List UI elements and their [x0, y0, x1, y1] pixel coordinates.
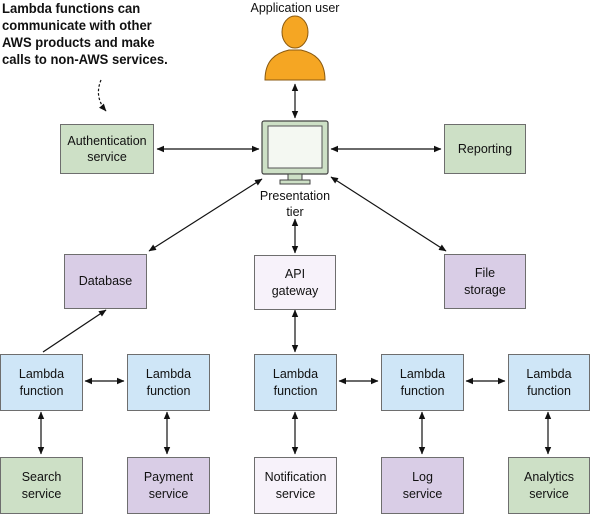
reporting-box: Reporting	[444, 124, 526, 174]
presentation-tier-label: Presentation tier	[259, 189, 331, 220]
lambda-function-3: Lambda function	[254, 354, 337, 411]
arrow-lambda1-database	[42, 309, 107, 353]
api-gateway-box: API gateway	[254, 255, 336, 310]
callout-pointer	[97, 79, 107, 112]
search-service-box: Search service	[0, 457, 83, 514]
lambda-function-4: Lambda function	[381, 354, 464, 411]
lambda-function-1: Lambda function	[0, 354, 83, 411]
authentication-service-box: Authentication service	[60, 124, 154, 174]
file-storage-box: File storage	[444, 254, 526, 309]
application-user-label: Application user	[250, 1, 340, 15]
lambda-function-5: Lambda function	[508, 354, 590, 411]
database-box: Database	[64, 254, 147, 309]
arrow-presentation-database	[148, 178, 263, 252]
analytics-service-box: Analytics service	[508, 457, 590, 514]
user-icon	[264, 15, 326, 81]
payment-service-box: Payment service	[127, 457, 210, 514]
log-service-box: Log service	[381, 457, 464, 514]
arrow-presentation-filestorage	[330, 176, 447, 252]
lambda-function-2: Lambda function	[127, 354, 210, 411]
callout-text: Lambda functions can communicate with ot…	[2, 0, 168, 68]
notification-service-box: Notification service	[254, 457, 337, 514]
monitor-icon	[261, 120, 329, 185]
